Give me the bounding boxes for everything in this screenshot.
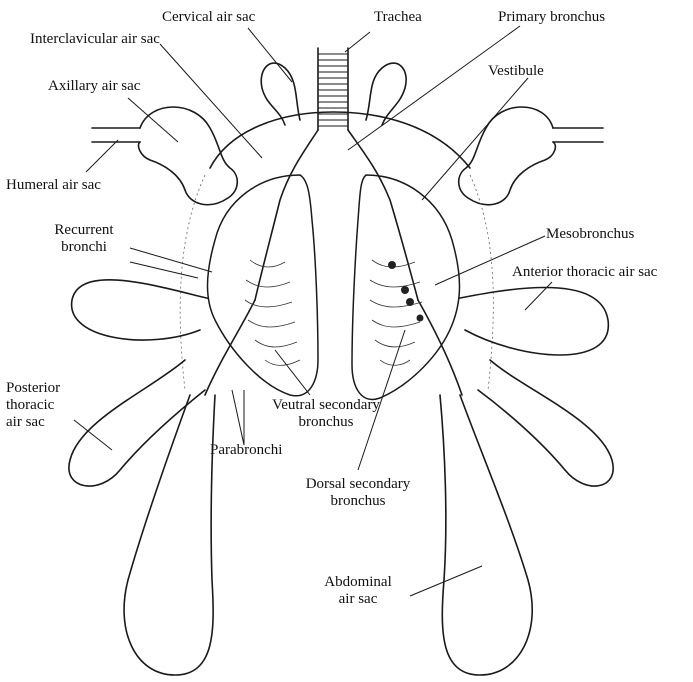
label-recurrent-bronchi-line2: bronchi [44, 239, 124, 256]
label-recurrent-bronchi-line1: Recurrent [44, 222, 124, 239]
label-ventral-secondary-bronchus: Veutral secondary bronchus [256, 397, 396, 431]
abdominal-air-sac-left [124, 395, 215, 675]
abdominal-air-sac-right [440, 395, 532, 675]
anterior-thoracic-air-sac-left [72, 280, 215, 340]
dorsal-bronchus-opening [406, 298, 414, 306]
label-dorsal-line1: Dorsal secondary [288, 476, 428, 493]
label-abdominal-line2: air sac [308, 591, 408, 608]
dorsal-bronchus-opening [388, 261, 396, 269]
posterior-thoracic-air-sac-left [69, 360, 205, 486]
label-humeral-air-sac: Humeral air sac [6, 177, 101, 194]
label-parabronchi: Parabronchi [210, 442, 282, 459]
trachea [318, 48, 348, 130]
label-primary-bronchus: Primary bronchus [498, 9, 605, 26]
label-mesobronchus: Mesobronchus [546, 226, 634, 243]
label-cervical-air-sac: Cervical air sac [162, 9, 255, 26]
label-posterior-thoracic-air-sac: Posterior thoracic air sac [6, 380, 60, 431]
axillary-air-sac-right [459, 107, 556, 205]
label-ventral-line1: Veutral secondary [256, 397, 396, 414]
label-dorsal-line2: bronchus [288, 493, 428, 510]
label-recurrent-bronchi: Recurrent bronchi [44, 222, 124, 256]
label-posterior-line1: Posterior [6, 380, 60, 397]
label-axillary-air-sac: Axillary air sac [48, 78, 140, 95]
dorsal-bronchus-opening [401, 286, 409, 294]
label-ventral-line2: bronchus [256, 414, 396, 431]
label-abdominal-air-sac: Abdominal air sac [308, 574, 408, 608]
label-dorsal-secondary-bronchus: Dorsal secondary bronchus [288, 476, 428, 510]
label-anterior-thoracic-air-sac: Anterior thoracic air sac [512, 264, 657, 281]
label-vestibule: Vestibule [488, 63, 544, 80]
axillary-air-sac-left [138, 107, 237, 205]
posterior-thoracic-air-sac-right [478, 360, 613, 486]
lung-left [208, 175, 319, 396]
label-posterior-line2: thoracic [6, 397, 60, 414]
label-abdominal-line1: Abdominal [308, 574, 408, 591]
anterior-thoracic-air-sac-right [450, 288, 608, 356]
dorsal-bronchus-opening [417, 315, 424, 322]
label-interclavicular-air-sac: Interclavicular air sac [30, 31, 160, 48]
label-posterior-line3: air sac [6, 414, 60, 431]
label-trachea: Trachea [374, 9, 422, 26]
